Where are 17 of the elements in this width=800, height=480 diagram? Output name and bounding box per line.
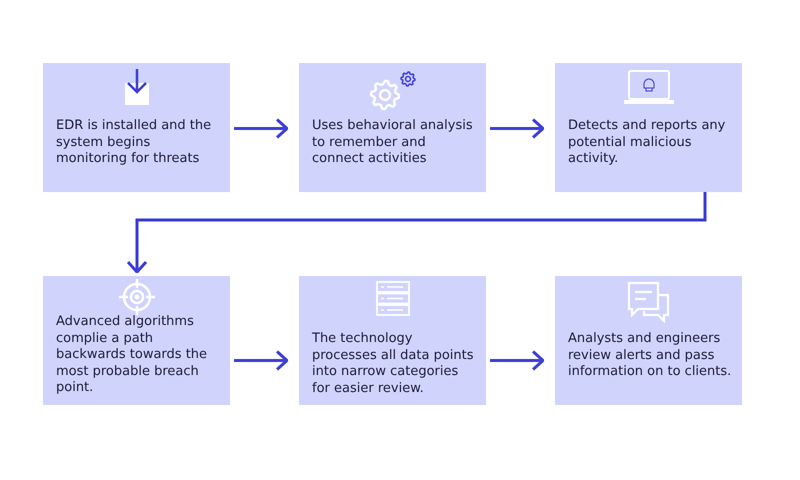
step-box <box>43 276 230 405</box>
step-text: Analysts and engineers review alerts and pass information on to clients. <box>568 331 732 380</box>
step-box <box>555 63 742 192</box>
arrow <box>490 118 544 139</box>
step-text: Uses behavioral analysis to remember and connect activities <box>312 118 474 168</box>
arrow <box>490 350 544 371</box>
step-text: Advanced algorithms complie a path backwards towards the most probable breach point. <box>56 314 208 396</box>
arrow <box>234 350 288 371</box>
step-box <box>299 63 486 192</box>
step-text: Detects and reports any potential malicious activity. <box>568 118 726 168</box>
step-box <box>555 276 742 405</box>
step-box <box>43 63 230 192</box>
arrow <box>234 118 288 139</box>
step-text: The technology processes all data points into narrow categories for easier review. <box>312 331 475 397</box>
step-box <box>299 276 486 405</box>
step-text: EDR is installed and the system begins monitoring for threats <box>56 118 212 168</box>
arrow <box>126 192 706 274</box>
